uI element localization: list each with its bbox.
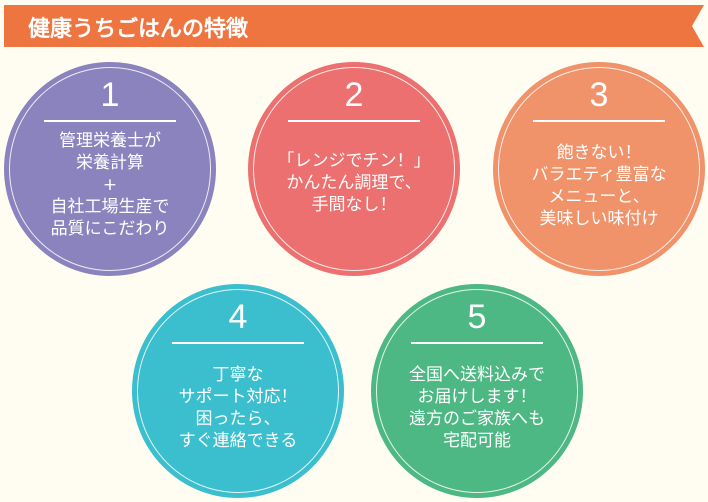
feature-text: メニューと、	[548, 187, 650, 207]
feature-text: 丁寧な	[212, 365, 264, 385]
feature-text: 「レンジでチン！」	[277, 151, 431, 171]
feature-text: 困ったら、	[195, 409, 281, 429]
feature-text: 手間なし！	[311, 195, 397, 215]
feature-text: 品質にこだわり	[50, 219, 170, 239]
feature-number: 2	[344, 76, 364, 114]
ribbon-shape	[4, 5, 704, 47]
feature-text: すぐ連絡できる	[178, 431, 298, 451]
feature-text: サポート対応！	[178, 387, 298, 407]
feature-text: お届けします！	[417, 387, 537, 407]
section-banner: 健康うちごはんの特徴	[4, 5, 704, 47]
divider	[533, 120, 665, 122]
feature-circle-5: 5 全国へ送料込みで お届けします！ 遠方のご家族へも 宅配可能	[371, 284, 583, 498]
feature-text: 自社工場生産で	[50, 197, 170, 217]
feature-number: 5	[467, 298, 487, 336]
divider	[288, 120, 420, 122]
feature-text: +	[102, 175, 118, 195]
feature-text: 飽きない！	[556, 143, 642, 163]
feature-text: 管理栄養士が	[59, 131, 161, 151]
feature-text: 宅配可能	[443, 431, 511, 451]
divider	[44, 120, 176, 122]
divider	[172, 342, 304, 344]
feature-circle-2: 2 「レンジでチン！」 かんたん調理で、 手間なし！	[248, 62, 460, 276]
feature-circle-4: 4 丁寧な サポート対応！ 困ったら、 すぐ連絡できる	[132, 284, 344, 498]
page-title: 健康うちごはんの特徴	[28, 17, 249, 42]
feature-circle-3: 3 飽きない！ バラエティ豊富な メニューと、 美味しい味付け	[493, 62, 705, 276]
divider	[411, 342, 543, 344]
feature-text: かんたん調理で、	[286, 173, 422, 193]
feature-text: バラエティ豊富な	[531, 165, 667, 185]
feature-number: 3	[589, 76, 609, 114]
feature-text: 美味しい味付け	[539, 209, 659, 229]
feature-circle-1: 1 管理栄養士が 栄養計算 + 自社工場生産で 品質にこだわり	[4, 62, 216, 276]
feature-text: 栄養計算	[76, 153, 144, 173]
feature-number: 1	[100, 76, 120, 114]
feature-text: 全国へ送料込みで	[409, 365, 545, 385]
feature-text: 遠方のご家族へも	[409, 409, 545, 429]
feature-number: 4	[228, 298, 248, 336]
